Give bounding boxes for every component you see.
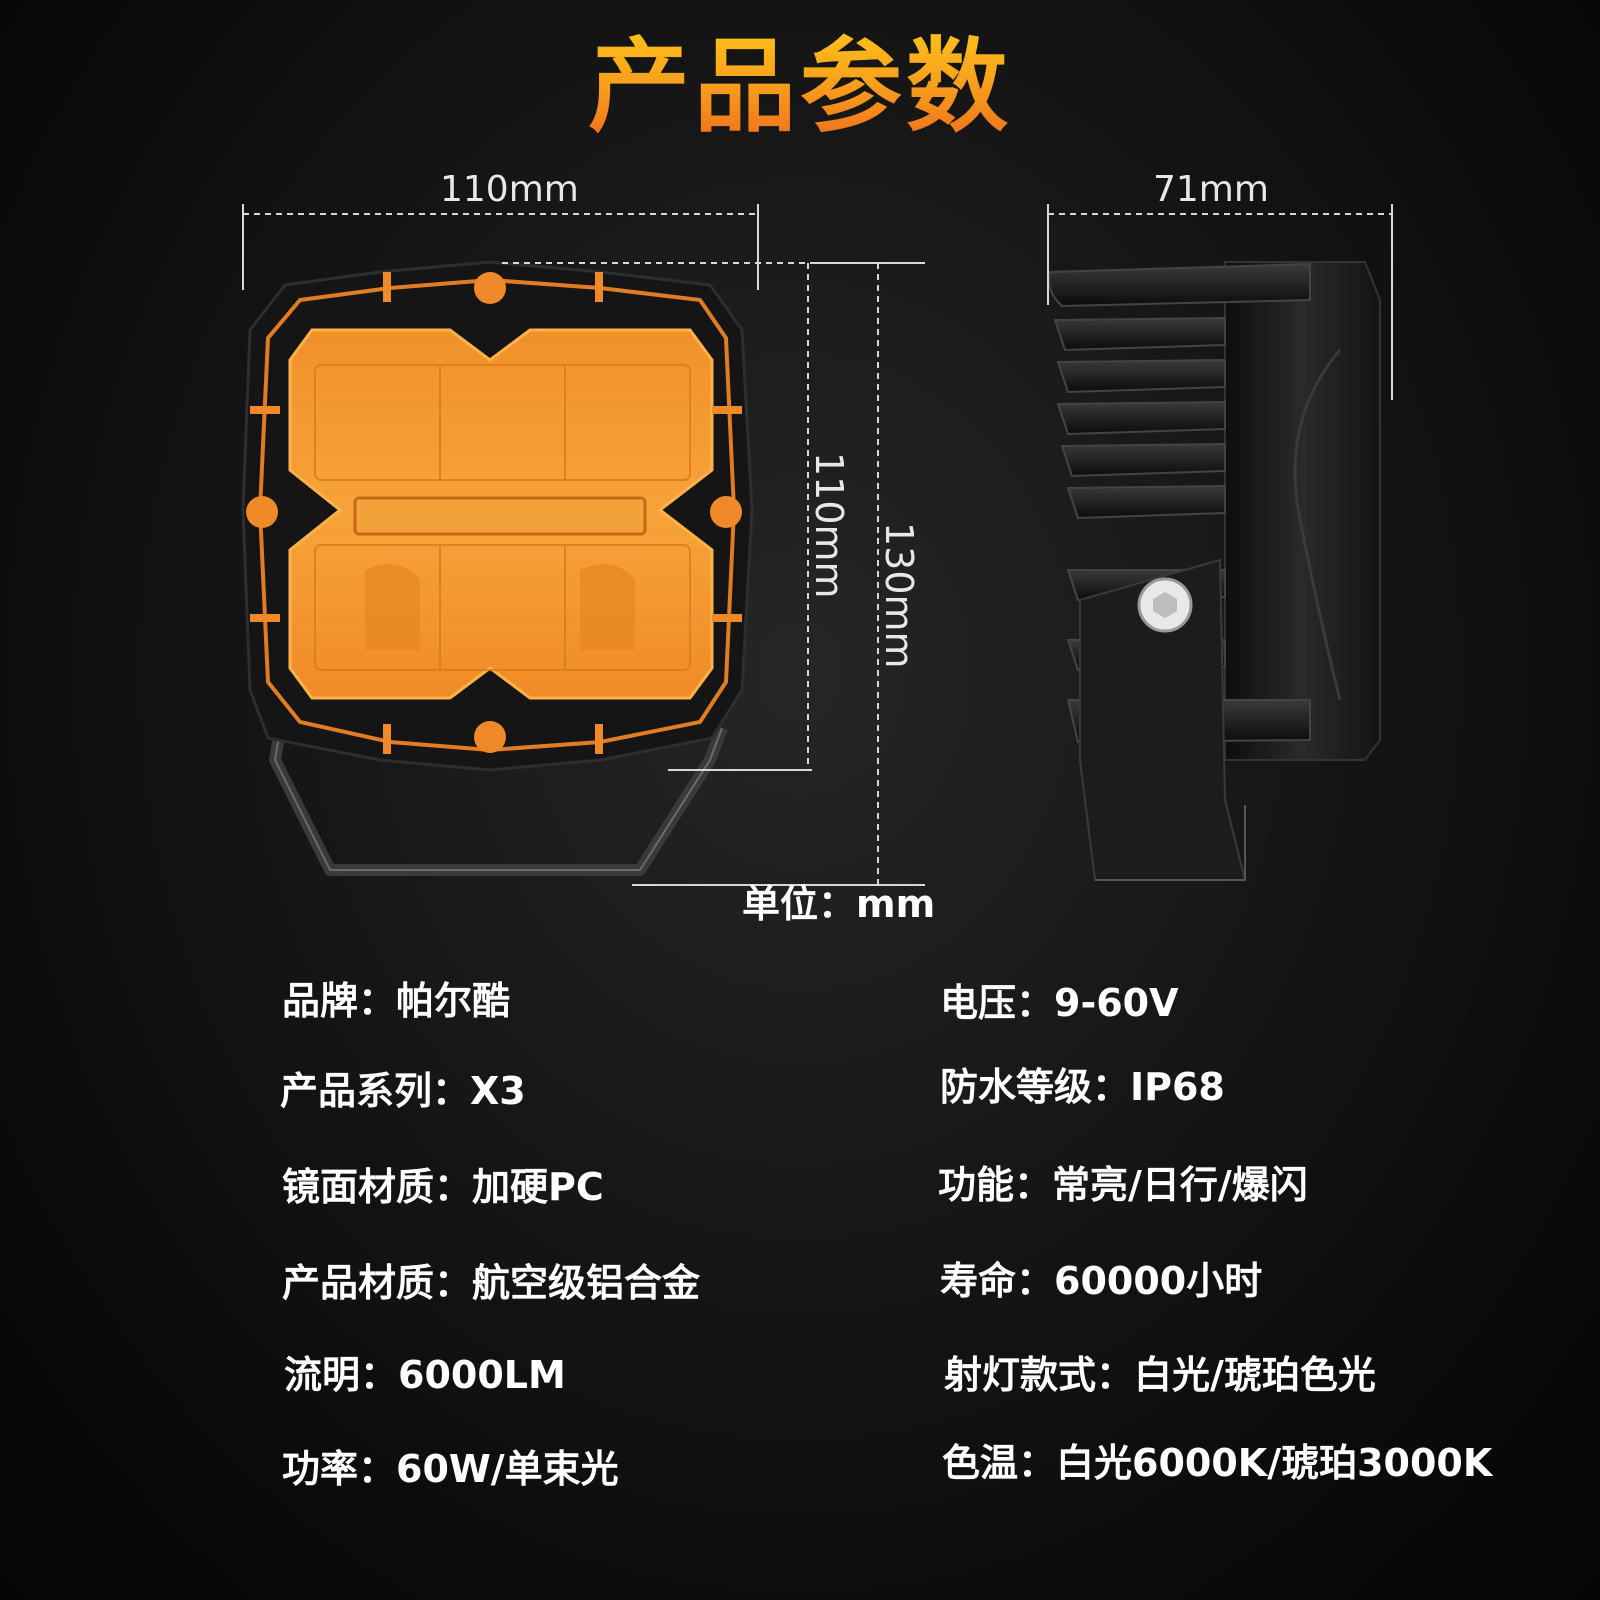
spec-voltage: 电压：9-60V bbox=[940, 981, 1179, 1025]
side-view-light bbox=[1047, 261, 1381, 881]
spec-series: 产品系列：X3 bbox=[280, 1069, 526, 1113]
front-height-label: 110mm bbox=[807, 452, 851, 599]
spec-brand: 品牌：帕尔酷 bbox=[282, 979, 511, 1023]
unit-note: 单位：mm bbox=[742, 882, 936, 926]
spec-waterproof: 防水等级：IP68 bbox=[940, 1065, 1225, 1109]
front-width-label: 110mm bbox=[440, 169, 579, 210]
spec-lifespan: 寿命：60000小时 bbox=[940, 1259, 1263, 1303]
spec-power: 功率：60W/单束光 bbox=[282, 1447, 619, 1491]
spec-lumen: 流明：6000LM bbox=[284, 1353, 566, 1397]
total-height-label: 130mm bbox=[877, 522, 921, 669]
spec-function: 功能：常亮/日行/爆闪 bbox=[938, 1163, 1308, 1207]
spec-lens-material: 镜面材质：加硬PC bbox=[282, 1165, 604, 1209]
front-view-light bbox=[241, 260, 754, 876]
page-title: 产品参数 bbox=[0, 28, 1600, 148]
dimension-lines bbox=[242, 204, 1393, 886]
side-depth-label: 71mm bbox=[1153, 169, 1269, 210]
spec-color-temperature: 色温：白光6000K/琥珀3000K bbox=[942, 1441, 1493, 1485]
spec-light-style: 射灯款式：白光/琥珀色光 bbox=[944, 1353, 1376, 1397]
spec-body-material: 产品材质：航空级铝合金 bbox=[282, 1261, 701, 1305]
